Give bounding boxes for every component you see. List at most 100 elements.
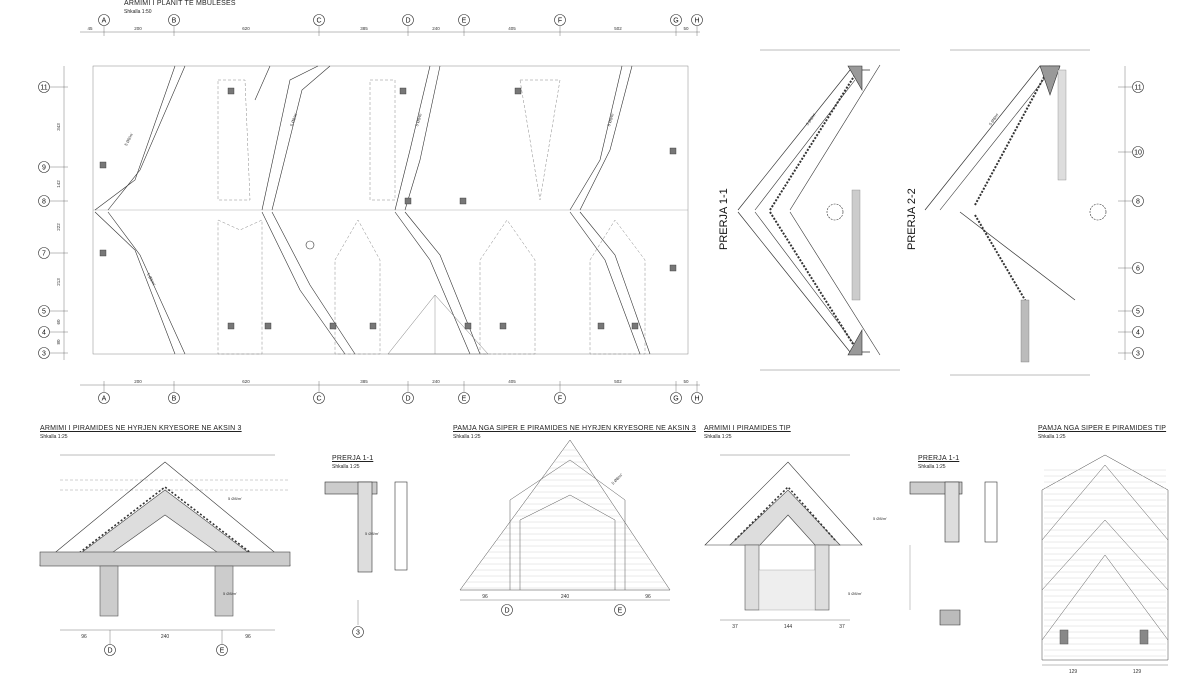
grid-row-bubble: 8 — [38, 195, 50, 207]
grid-column-bubble: B — [168, 392, 180, 404]
grid-column-bubble-circle — [313, 14, 325, 26]
top-outline — [459, 439, 671, 591]
grid-column-bubble-label: H — [694, 396, 699, 403]
rebar-note: 5 Ø8/m' — [873, 516, 887, 521]
column — [1139, 629, 1149, 645]
edge-beam — [847, 328, 863, 356]
column — [99, 161, 107, 169]
section-row-bubble-circle — [1132, 305, 1144, 317]
grid-column-bubble-circle — [98, 392, 110, 404]
dim-label: 405 — [508, 26, 516, 31]
dim-label: 343 — [56, 123, 61, 131]
section-row-bubble-circle — [1132, 347, 1144, 359]
dim-label: 385 — [360, 379, 368, 384]
top-view-type — [1041, 454, 1169, 666]
grid-column-bubble-label: B — [172, 18, 177, 25]
dim-label: 50 — [683, 379, 689, 384]
dim-label: 37 — [839, 624, 845, 630]
section-row-bubble: 3 — [1132, 347, 1144, 359]
grid-column-bubble: D — [402, 14, 414, 26]
rebar-line — [579, 211, 651, 355]
section-row-bubble-label: 4 — [1136, 330, 1140, 337]
grid-column-bubble-label: 3 — [356, 630, 360, 637]
pyramid-outline — [369, 79, 396, 201]
section-row-bubble-circle — [1132, 262, 1144, 274]
rebar-line — [271, 65, 331, 211]
dim-label: 37 — [732, 624, 738, 630]
grid-row-bubble: 11 — [38, 81, 50, 93]
grid-column-bubble: E — [458, 14, 470, 26]
rebar-line — [1041, 464, 1169, 541]
pyr-top-axis3-scale: Shkalla 1:25 — [453, 434, 481, 440]
section-wall — [944, 481, 960, 543]
pyramid-axis3 — [39, 454, 291, 645]
section-row-bubble-label: 8 — [1136, 199, 1140, 206]
column — [227, 322, 235, 330]
section-row-bubble-label: 3 — [1136, 351, 1140, 358]
grid-column-bubble: A — [98, 392, 110, 404]
grid-column-bubble-label: E — [220, 648, 225, 655]
entrance-pyramid — [387, 294, 489, 355]
pyramid-outline — [479, 219, 536, 355]
pyr-top-type-title: PAMJA NGA SIPER E PIRAMIDES TIP — [1038, 425, 1167, 432]
grid-column-bubble: A — [98, 14, 110, 26]
section-row-bubble-circle — [1132, 146, 1144, 158]
edge-beam — [1039, 65, 1061, 96]
top-view-axis3 — [459, 439, 671, 601]
section-row-bubble-label: 11 — [1134, 85, 1141, 92]
grid-row-bubble-circle — [38, 305, 50, 317]
grid-row-bubble-label: 4 — [42, 330, 46, 337]
grid-row-bubble-label: 7 — [42, 251, 46, 258]
rebar-line — [271, 211, 356, 355]
section-row-bubble: 6 — [1132, 262, 1144, 274]
top-hatch — [1044, 469, 1166, 657]
pyramid-outline — [217, 219, 263, 355]
dim-label: 240 — [161, 634, 170, 640]
grid-column-bubble-label: D — [107, 648, 112, 655]
pyr-top-type-scale: Shkalla 1:25 — [1038, 434, 1066, 440]
dim-label: 240 — [561, 594, 570, 600]
grid-column-bubble-circle — [458, 392, 470, 404]
column — [329, 322, 337, 330]
dim-label: 222 — [56, 223, 61, 231]
pyramid-slab — [729, 489, 841, 546]
column — [669, 147, 677, 155]
grid-column-bubble-label: C — [316, 18, 321, 25]
grid-row-bubble: 4 — [38, 326, 50, 338]
dim-label: 50 — [683, 26, 689, 31]
rebar-line — [107, 211, 186, 355]
wall — [1057, 69, 1067, 181]
rebar-line — [569, 65, 623, 211]
pyramid-outline — [217, 79, 251, 201]
grid-column-bubble: H — [691, 392, 703, 404]
rebar-note: 5 Ø8/m' — [805, 112, 817, 126]
rebar-line — [107, 65, 186, 211]
detail-circle — [826, 203, 844, 221]
pyr-type-scale: Shkalla 1:25 — [704, 434, 732, 440]
edge-beam — [847, 65, 863, 92]
grid-column-bubble-circle — [168, 14, 180, 26]
grid-row-bubble-circle — [38, 81, 50, 93]
section-row-bubble: 4 — [1132, 326, 1144, 338]
base-beam — [39, 551, 291, 567]
dim-label: 405 — [508, 379, 516, 384]
grid-column-bubble-circle — [402, 14, 414, 26]
grid-column-bubble: E — [216, 644, 228, 656]
grid-column-bubble-circle — [691, 14, 703, 26]
section-wall — [357, 481, 373, 573]
column — [369, 322, 377, 330]
rebar-line — [94, 211, 176, 355]
dim-label: 129 — [1069, 669, 1078, 675]
section-11-label: PRERJA 1-1 — [718, 188, 730, 250]
grid-row-bubble-circle — [38, 326, 50, 338]
dim-label: 502 — [614, 26, 622, 31]
rebar-line — [789, 64, 881, 211]
pyr-axis3-title: ARMIMI I PIRAMIDES NE HYRJEN KRYESORE NE… — [40, 425, 242, 432]
rebar-note: 5 Ø8/m' — [289, 112, 299, 127]
grid-row-bubble-circle — [38, 347, 50, 359]
rebar-line — [569, 211, 641, 355]
detail-circle — [1089, 203, 1107, 221]
